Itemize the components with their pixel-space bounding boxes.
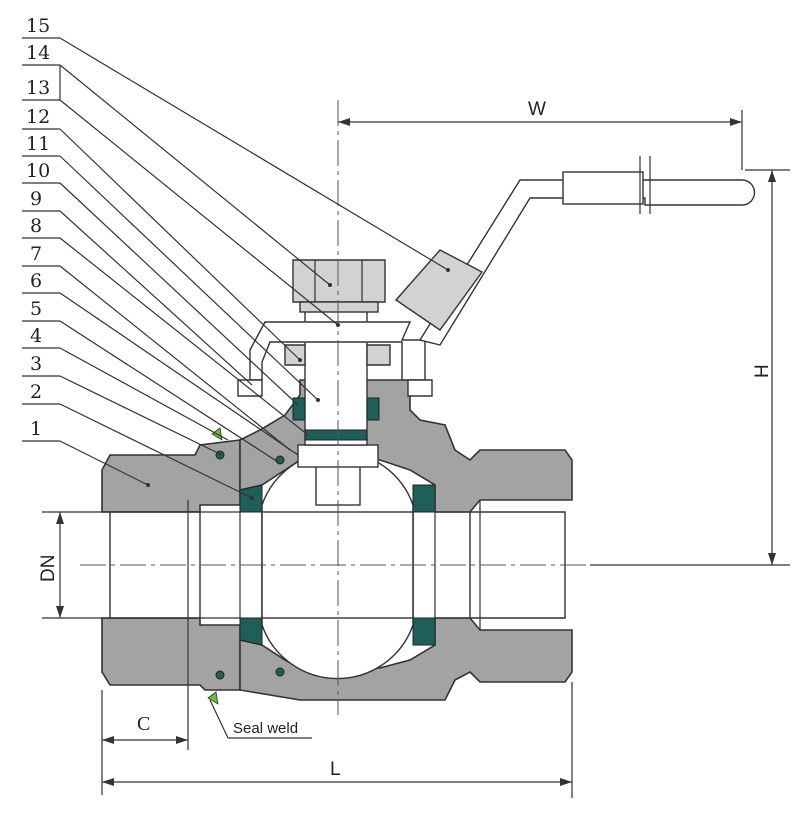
dimension-l-label: L <box>330 759 341 780</box>
part-callouts: 15 14 13 12 11 10 9 8 7 6 5 4 3 2 1 <box>22 15 450 500</box>
part-number-14: 14 <box>26 42 50 64</box>
part-number-8: 8 <box>30 215 42 237</box>
seal-weld-label: Seal weld <box>233 720 298 737</box>
dimension-h-label: H <box>752 364 773 378</box>
part-number-1: 1 <box>30 418 42 440</box>
part-number-15: 15 <box>26 15 50 37</box>
dimension-w-label: W <box>528 99 546 120</box>
part-number-4: 4 <box>30 325 42 347</box>
handle <box>237 156 756 397</box>
part-number-10: 10 <box>26 160 50 182</box>
part-number-9: 9 <box>30 188 42 210</box>
dimension-dn: DN <box>38 511 200 619</box>
part-number-3: 3 <box>30 353 42 375</box>
dimension-c: C <box>101 690 189 795</box>
center-lines <box>80 100 590 715</box>
dimension-w: W <box>338 99 743 170</box>
gland-nut <box>292 259 386 313</box>
part-number-12: 12 <box>26 106 50 128</box>
part-number-11: 11 <box>26 133 50 155</box>
part-number-6: 6 <box>30 270 42 292</box>
dimension-l: L <box>102 682 573 798</box>
part-number-2: 2 <box>30 381 42 403</box>
dimension-c-label: C <box>137 713 150 735</box>
part-number-13: 13 <box>26 77 50 99</box>
dimension-dn-label: DN <box>38 555 59 582</box>
part-number-7: 7 <box>30 243 42 265</box>
dimension-h: H <box>590 169 790 566</box>
part-number-5: 5 <box>30 298 42 320</box>
seal-weld-note: Seal weld <box>209 699 312 739</box>
